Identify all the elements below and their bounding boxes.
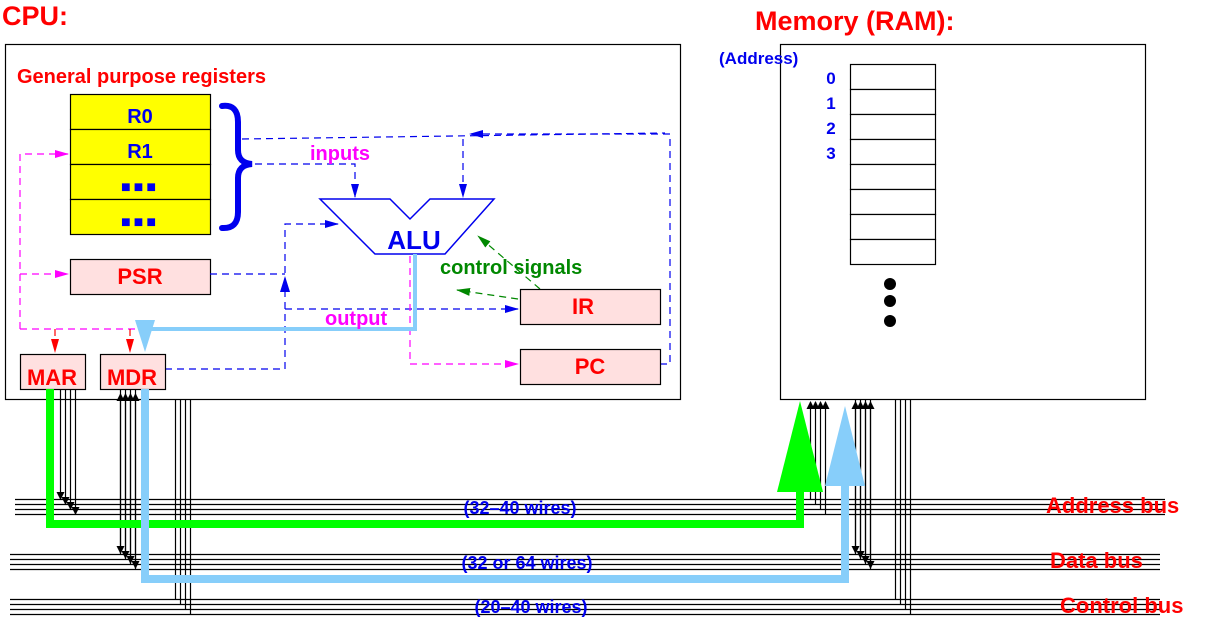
address-path	[46, 389, 804, 528]
mar-register	[19, 353, 87, 391]
register-label: R0	[127, 106, 153, 128]
control-signal-alu-line	[477, 235, 541, 290]
control-bus-wires: (20–40 wires)	[474, 597, 587, 617]
control-signals-label: control signals	[440, 257, 582, 279]
bus-lines	[10, 389, 1165, 616]
memory-cells	[849, 63, 937, 266]
memory-cell	[849, 138, 937, 166]
output-to-r1-line	[19, 150, 69, 329]
pc-label: PC	[575, 354, 606, 379]
memory-box	[779, 43, 1147, 401]
output-arrow-icon	[135, 320, 155, 352]
address-0: 0	[826, 69, 835, 88]
control-bus-label: Control bus	[1060, 593, 1183, 618]
memory-ellipsis	[884, 278, 896, 327]
alu-input-a-line	[255, 163, 359, 198]
memory-title: Memory (RAM):	[755, 6, 955, 36]
mdr-to-alu-line	[165, 220, 339, 370]
address-bus-wires: (32–40 wires)	[463, 498, 576, 518]
gpr-label: General purpose registers	[17, 66, 266, 88]
register-file: R0 R1 ■■■ ■■■	[69, 93, 212, 236]
address-2: 2	[826, 119, 835, 138]
ir-label: IR	[572, 294, 594, 319]
address-bus-label: Address bus	[1046, 493, 1179, 518]
data-path	[141, 389, 849, 583]
memory-cell	[849, 113, 937, 141]
register-ellipsis: ■■■	[121, 179, 159, 196]
psr-register	[69, 258, 212, 296]
ellipsis-dot-icon	[884, 295, 896, 307]
cpu-box	[4, 43, 682, 401]
output-label: output	[325, 308, 388, 330]
up-arrow-icon	[280, 276, 290, 292]
address-label: (Address)	[719, 49, 798, 68]
register-label: R1	[127, 141, 153, 163]
pc-register	[519, 348, 662, 386]
brace-icon	[219, 102, 253, 232]
address-arrow-icon	[777, 401, 823, 492]
mdr-label: MDR	[107, 365, 157, 390]
register-more-2	[69, 198, 212, 236]
data-bus-wires: (32 or 64 wires)	[461, 553, 592, 573]
input-bus-line	[241, 132, 666, 140]
mar-label: MAR	[27, 365, 77, 390]
memory-cell	[849, 188, 937, 216]
cpu-title: CPU:	[2, 1, 68, 31]
data-arrow-icon	[825, 406, 865, 486]
mdr-register	[99, 353, 167, 391]
memory-cell	[849, 88, 937, 116]
psr-label: PSR	[117, 264, 162, 289]
ellipsis-dot-icon	[884, 278, 896, 290]
register-more-1	[69, 163, 212, 201]
ellipsis-dot-icon	[884, 315, 896, 327]
alu-label: ALU	[387, 225, 440, 255]
memory-cell	[849, 238, 937, 266]
output-to-pc-line	[409, 256, 519, 368]
address-1: 1	[826, 94, 835, 113]
register-ellipsis: ■■■	[121, 214, 159, 231]
alu-shape	[318, 198, 496, 255]
ir-register	[519, 288, 662, 326]
register-r1	[69, 128, 212, 166]
memory-cell	[849, 163, 937, 191]
pc-feedback-line	[469, 130, 671, 365]
control-signal-line	[456, 287, 519, 300]
inputs-label: inputs	[310, 143, 370, 165]
data-bus-label: Data bus	[1050, 548, 1143, 573]
memory-cell	[849, 63, 937, 91]
alu-output-path	[150, 254, 417, 331]
memory-cell	[849, 213, 937, 241]
address-3: 3	[826, 144, 835, 163]
